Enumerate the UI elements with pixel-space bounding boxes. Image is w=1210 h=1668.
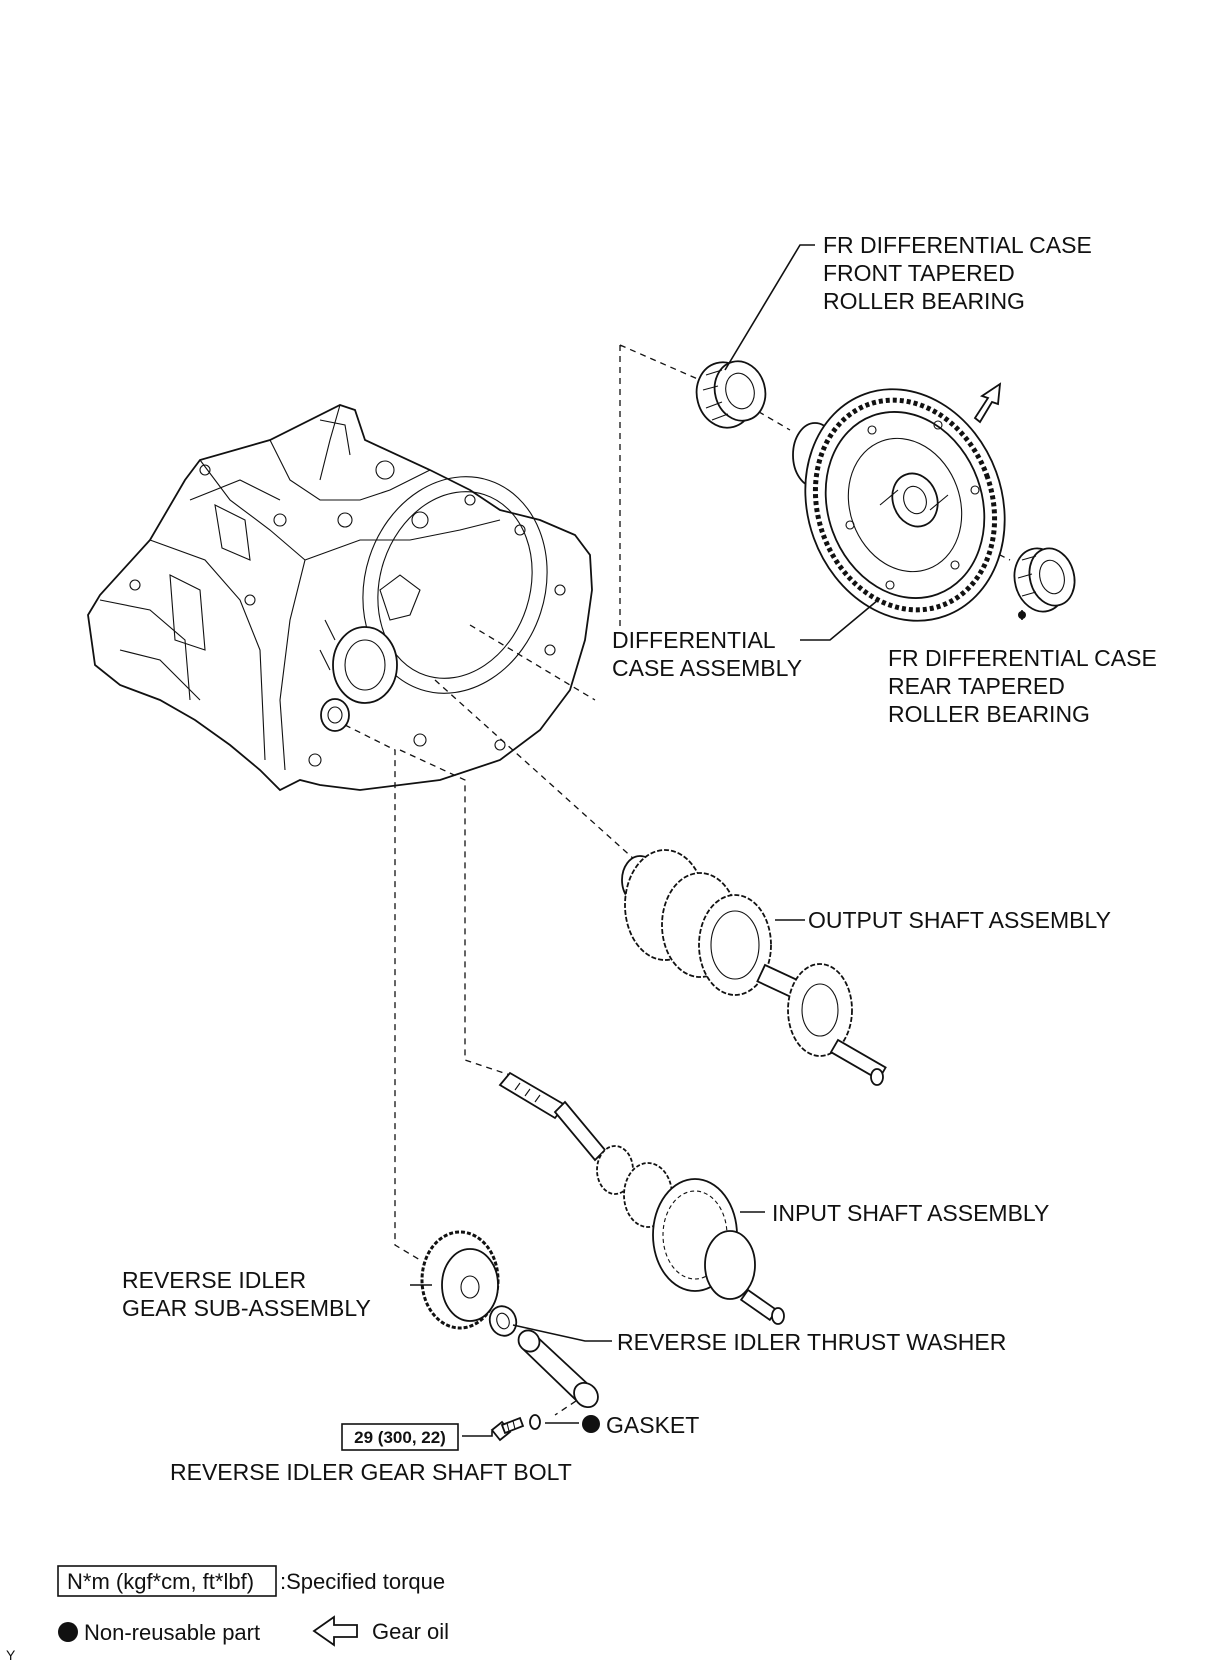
reverse-idler-gear-shaft-bolt [490, 1416, 525, 1442]
reverse-idler-thrust-washer [488, 1305, 518, 1337]
thrust-washer-label: REVERSE IDLER THRUST WASHER [617, 1329, 1006, 1355]
legend-gear-oil-arrow-icon [312, 1615, 358, 1647]
gasket-part [529, 1414, 541, 1430]
front-bearing-label: FR DIFFERENTIAL CASE FRONT TAPERED ROLLE… [823, 232, 1098, 314]
legend-nonreusable-dot-icon [58, 1622, 78, 1642]
legend: N*m (kgf*cm, ft*lbf) :Specified torque N… [57, 1565, 449, 1647]
differential-case-label: DIFFERENTIAL CASE ASSEMBLY [612, 627, 802, 681]
front-tapered-roller-bearing [695, 360, 767, 429]
reverse-idler-gear [420, 1230, 500, 1330]
gasket-nonreusable-dot-icon [582, 1415, 600, 1433]
legend-gear-oil-text: Gear oil [372, 1619, 449, 1644]
legend-nonreusable-text: Non-reusable part [84, 1620, 260, 1645]
input-shaft-assembly [498, 1071, 785, 1325]
bolt-torque-box [341, 1423, 459, 1451]
gear-oil-arrow-icon [973, 382, 1002, 424]
bolt-torque-value: 29 (300, 22) [354, 1428, 446, 1447]
legend-torque-unit: N*m (kgf*cm, ft*lbf) [67, 1569, 254, 1594]
leader-lines [410, 244, 1023, 1437]
rear-bearing-leader-dot [1018, 611, 1026, 619]
legend-torque-desc: :Specified torque [280, 1569, 445, 1594]
reverse-idler-gear-label: REVERSE IDLER GEAR SUB-ASSEMBLY [122, 1267, 371, 1321]
differential-case-assembly [792, 388, 1006, 622]
legend-torque-box [57, 1565, 277, 1597]
gasket-label: GASKET [606, 1412, 699, 1438]
rear-bearing-label: FR DIFFERENTIAL CASE REAR TAPERED ROLLER… [888, 645, 1163, 727]
output-shaft-assembly [621, 849, 887, 1086]
output-shaft-label: OUTPUT SHAFT ASSEMBLY [808, 907, 1111, 933]
corner-mark: Y [6, 1647, 16, 1663]
rear-tapered-roller-bearing [1013, 547, 1076, 613]
transaxle-case [87, 404, 593, 792]
assembly-lines [344, 344, 1011, 1416]
shaft-bolt-label: REVERSE IDLER GEAR SHAFT BOLT [170, 1459, 572, 1485]
input-shaft-label: INPUT SHAFT ASSEMBLY [772, 1200, 1049, 1226]
reverse-idler-gear-shaft [517, 1329, 599, 1409]
